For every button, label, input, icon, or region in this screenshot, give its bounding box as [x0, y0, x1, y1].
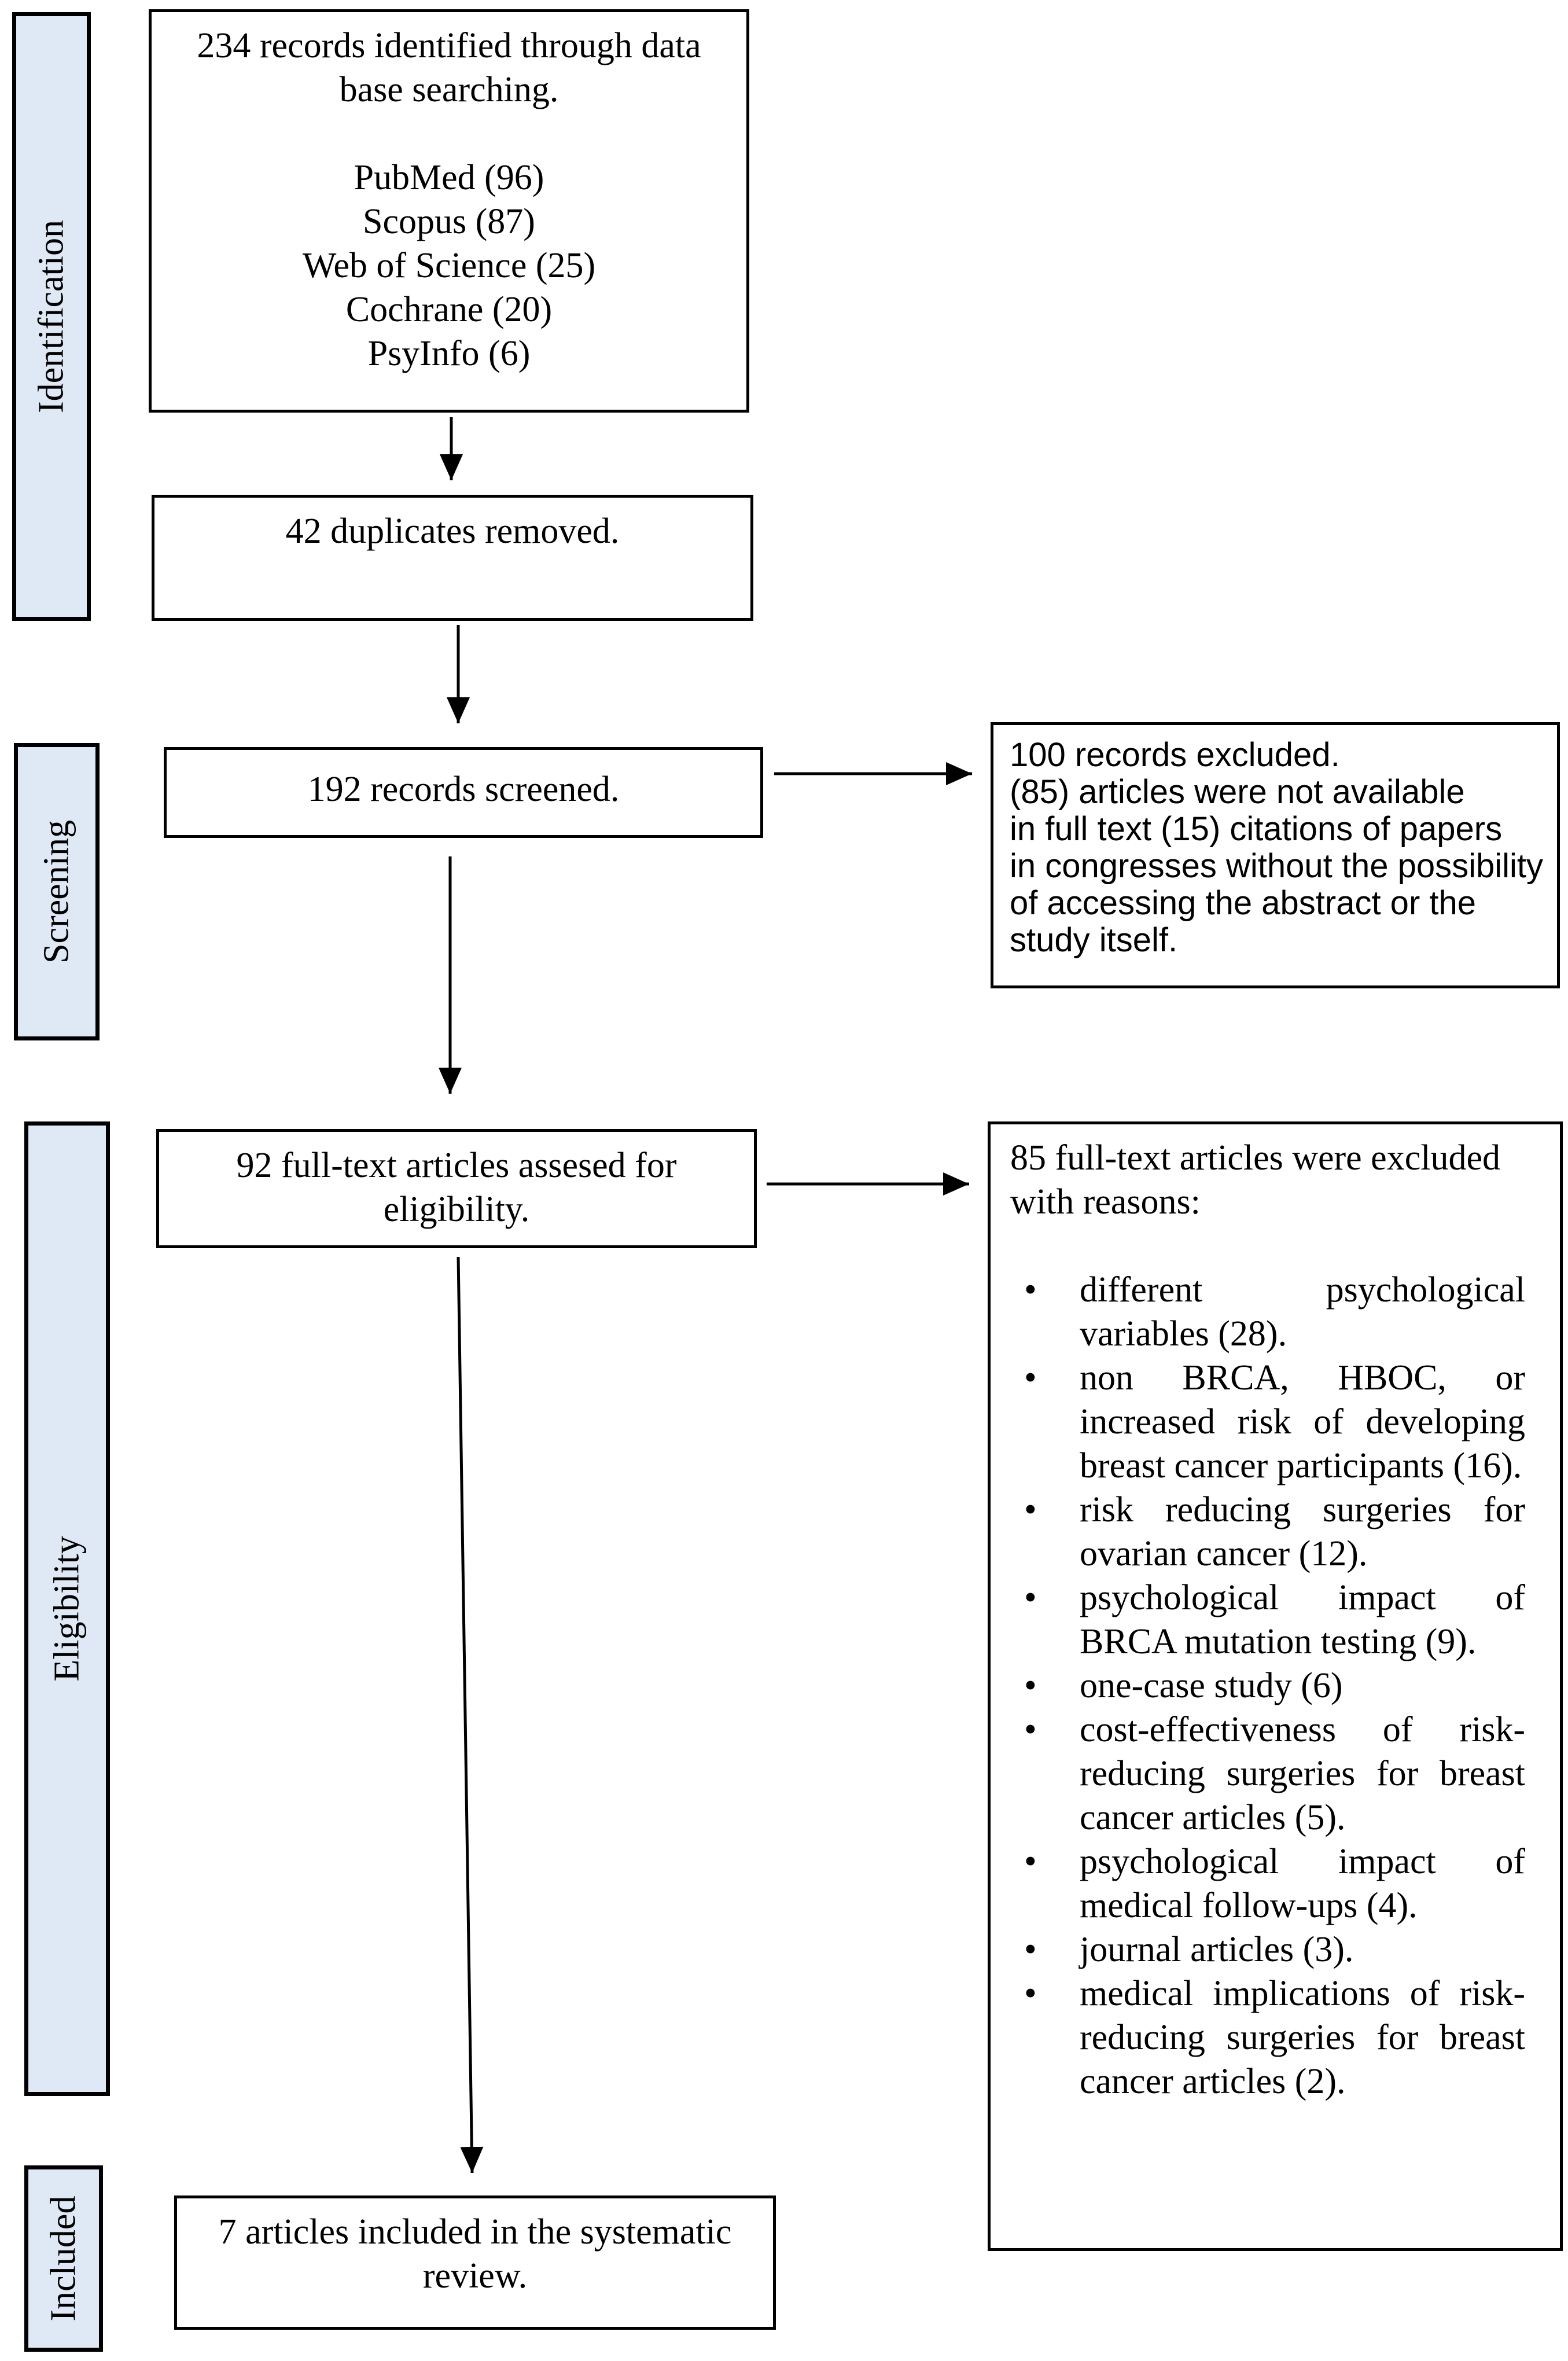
screen-excluded-line-3: in full text (15) citations of papers [1010, 810, 1503, 848]
source-cochrane: Cochrane (20) [345, 290, 553, 329]
exclusion-reasons-list: • different psychological variables (28).… [991, 1268, 1560, 2103]
reason-text: medical implications of risk-reducing su… [1080, 1974, 1525, 2101]
records-excluded-box: 100 records excluded. (85) articles were… [991, 722, 1560, 988]
bullet-icon: • [1024, 1578, 1037, 1617]
reason-text: different psychological variables (28). [1080, 1270, 1525, 1354]
screen-excluded-line-6: study itself. [1010, 921, 1178, 959]
reason-text: one-case study (6) [1080, 1666, 1343, 1705]
bullet-icon: • [1024, 1930, 1037, 1969]
duplicates-removed-box: 42 duplicates removed. [152, 495, 753, 621]
bullet-icon: • [1024, 1270, 1037, 1310]
reason-item: • different psychological variables (28). [991, 1268, 1525, 1356]
source-scopus: Scopus (87) [363, 202, 535, 241]
screen-excluded-line-1: 100 records excluded. [1010, 736, 1340, 774]
reason-item: • non BRCA, HBOC, or increased risk of de… [991, 1356, 1525, 1488]
stage-identification: Identification [12, 12, 91, 621]
arrow-assessed-to-included [457, 1256, 484, 2174]
reason-text: journal articles (3). [1080, 1930, 1354, 1969]
source-web-of-science: Web of Science (25) [302, 246, 596, 285]
reason-item: • psychological impact of BRCA mutation t… [991, 1576, 1525, 1664]
reason-item: • psychological impact of medical follow-… [991, 1840, 1525, 1928]
full-text-excluded-title: 85 full-text articles were excluded with… [1010, 1138, 1500, 1222]
reason-item: • cost-effectiveness of risk-reducing sur… [991, 1708, 1525, 1840]
stage-eligibility: Eligibility [24, 1121, 110, 2096]
bullet-icon: • [1024, 1974, 1037, 2013]
screen-excluded-line-4: in congresses without the possibility [1010, 847, 1544, 885]
source-pubmed: PubMed (96) [354, 158, 544, 197]
reason-item: • risk reducing surgeries for ovarian can… [991, 1488, 1525, 1576]
duplicates-text: 42 duplicates removed. [285, 512, 620, 551]
reason-item: • journal articles (3). [991, 1928, 1525, 1972]
records-identified-box: 234 records identified through data base… [149, 9, 749, 413]
screen-excluded-line-5: of accessing the abstract or the [1010, 884, 1476, 922]
reason-item: • one-case study (6) [991, 1664, 1525, 1708]
reason-text: psychological impact of medical follow-u… [1080, 1842, 1525, 1925]
stage-screening: Screening [14, 743, 100, 1040]
screened-text: 192 records screened. [307, 770, 620, 809]
stage-included: Included [24, 2165, 103, 2352]
included-line-2: review. [422, 2256, 528, 2296]
bullet-icon: • [1024, 1358, 1037, 1398]
reason-item: • medical implications of risk-reducing s… [991, 1972, 1525, 2103]
reason-text: non BRCA, HBOC, or increased risk of dev… [1080, 1358, 1525, 1485]
records-screened-box: 192 records screened. [164, 747, 763, 838]
assessed-line-2: eligibility. [383, 1190, 530, 1229]
studies-included-box: 7 articles included in the systematic re… [174, 2195, 776, 2330]
source-psyinfo: PsyInfo (6) [367, 334, 531, 373]
reason-text: risk reducing surgeries for ovarian canc… [1080, 1490, 1525, 1573]
full-text-excluded-box: 85 full-text articles were excluded with… [988, 1121, 1563, 2251]
bullet-icon: • [1024, 1710, 1037, 1749]
assessed-line-1: 92 full-text articles assesed for [236, 1146, 677, 1185]
bullet-icon: • [1024, 1490, 1037, 1529]
bullet-icon: • [1024, 1666, 1037, 1705]
reason-text: cost-effectiveness of risk-reducing surg… [1080, 1710, 1525, 1837]
identified-line-1: 234 records identified through data [197, 26, 701, 65]
screen-excluded-line-2: (85) articles were not available [1010, 773, 1465, 811]
included-line-1: 7 articles included in the systematic [218, 2212, 732, 2252]
reason-text: psychological impact of BRCA mutation te… [1080, 1578, 1525, 1661]
full-text-assessed-box: 92 full-text articles assesed for eligib… [156, 1129, 757, 1248]
bullet-icon: • [1024, 1842, 1037, 1881]
identified-line-2: base searching. [339, 70, 559, 109]
